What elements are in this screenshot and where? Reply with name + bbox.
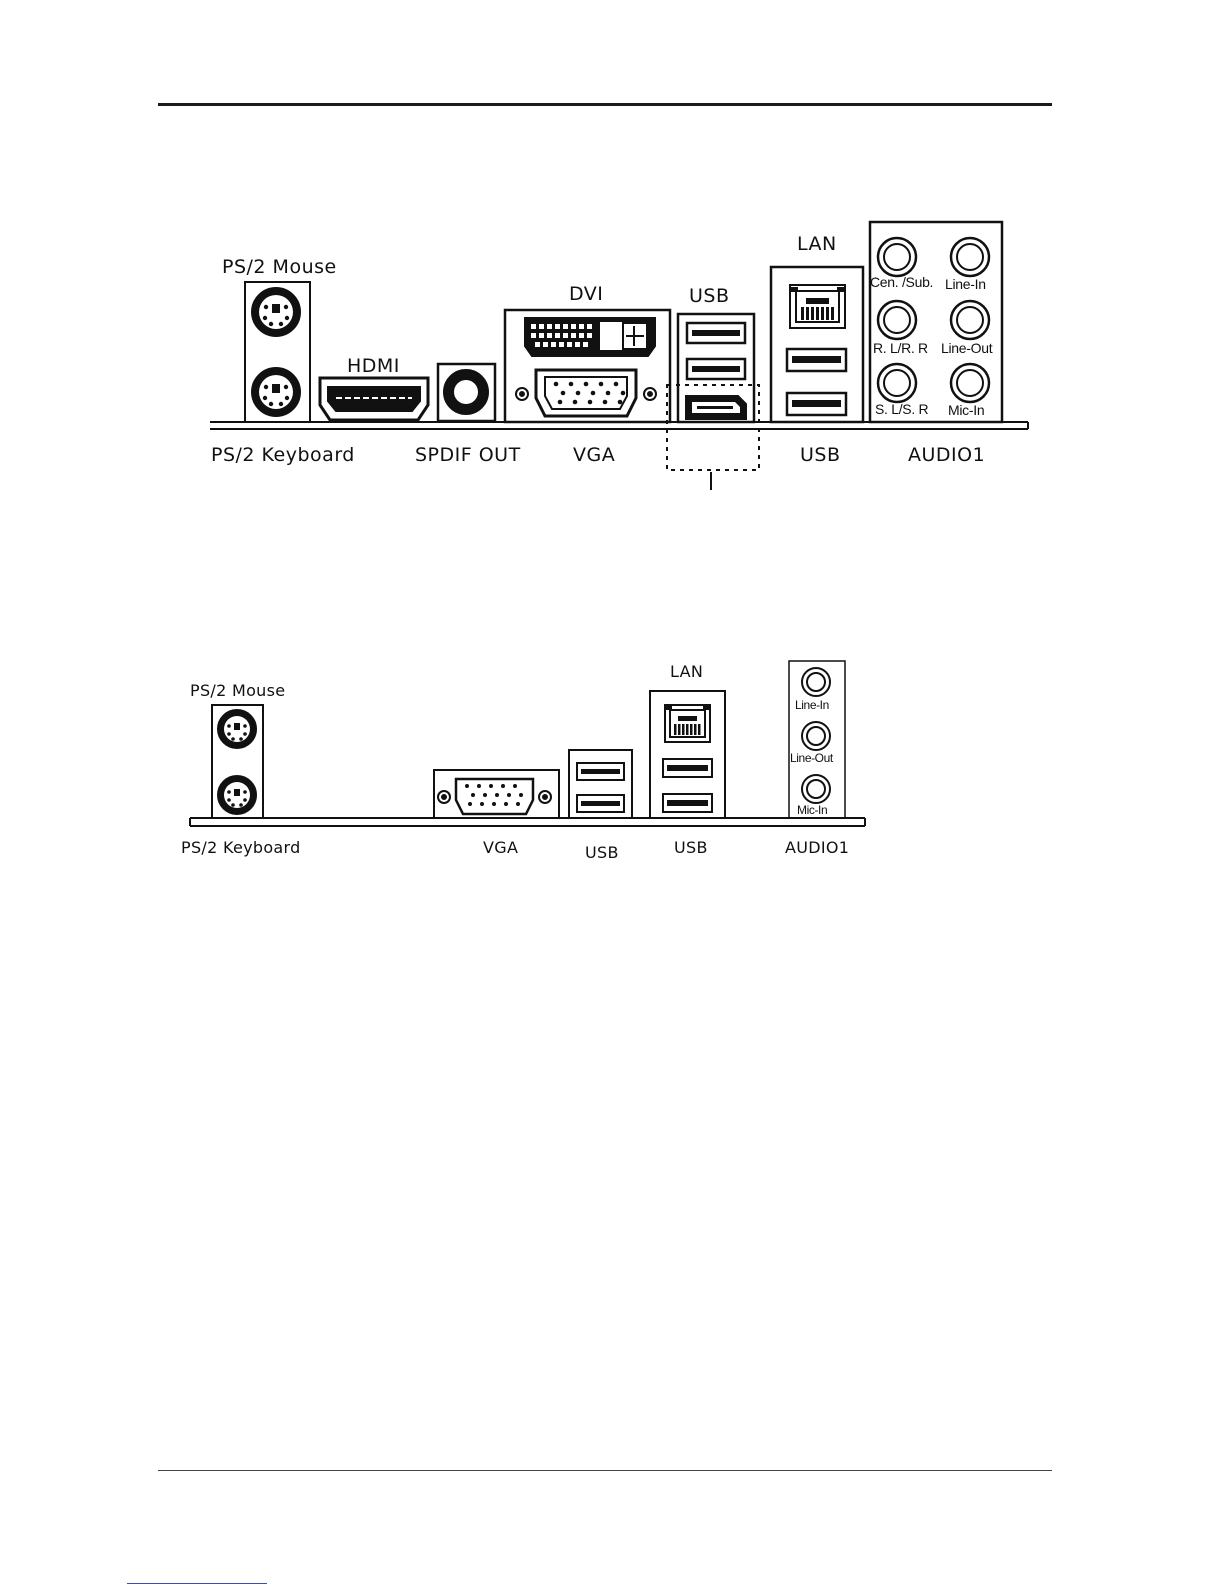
spdif-out-port bbox=[438, 364, 495, 421]
ieee1394-port bbox=[686, 396, 746, 419]
audio-jack-cen-sub bbox=[878, 238, 916, 276]
usb-port-lan-1 bbox=[787, 349, 846, 371]
label-lan: LAN bbox=[797, 235, 837, 254]
label-line-out-2: Line-Out bbox=[790, 752, 833, 764]
usb-port-2d bbox=[663, 794, 712, 812]
hdmi-port bbox=[320, 378, 428, 420]
usb-bracket-2 bbox=[569, 750, 632, 818]
label-usb-right-2: USB bbox=[674, 840, 708, 856]
label-usb-left-2: USB bbox=[585, 845, 619, 861]
audio-jack-line-out-1 bbox=[951, 301, 989, 339]
lan-port bbox=[790, 285, 845, 328]
ps2-keyboard-port bbox=[252, 368, 300, 416]
label-mic-in-2: Mic-In bbox=[797, 804, 827, 816]
usb-port-lan-2 bbox=[787, 393, 846, 415]
dvi-port bbox=[525, 318, 655, 356]
usb-port-2b bbox=[577, 795, 624, 812]
audio-jack-mic-in-2 bbox=[802, 775, 830, 803]
header-rule bbox=[158, 103, 1052, 106]
audio-jack-mic-in-1 bbox=[951, 364, 989, 402]
label-vga: VGA bbox=[573, 446, 615, 465]
usb-port-top-2 bbox=[687, 359, 745, 379]
usb-port-2a bbox=[577, 763, 624, 780]
label-rl-rr: R. L/R. R bbox=[873, 341, 928, 355]
back-panel-diagram-2 bbox=[0, 650, 1225, 870]
label-ps2-keyboard-2: PS/2 Keyboard bbox=[181, 840, 301, 856]
label-spdif-out: SPDIF OUT bbox=[415, 446, 521, 465]
label-sl-sr: S. L/S. R bbox=[875, 402, 928, 416]
usb-port-2c bbox=[663, 759, 712, 777]
footer-link-underline bbox=[127, 1583, 267, 1584]
ps2-keyboard-port-2 bbox=[218, 776, 256, 814]
label-usb-top: USB bbox=[689, 287, 730, 306]
label-mic-in-1: Mic-In bbox=[948, 403, 984, 417]
lan-port-2 bbox=[665, 705, 710, 742]
label-audio1-2: AUDIO1 bbox=[785, 840, 849, 856]
label-ps2-keyboard: PS/2 Keyboard bbox=[211, 446, 355, 465]
label-ps2-mouse-2: PS/2 Mouse bbox=[190, 683, 285, 699]
vga-port-2 bbox=[434, 770, 559, 818]
label-usb-bottom: USB bbox=[800, 446, 841, 465]
label-lan-2: LAN bbox=[670, 664, 703, 680]
label-line-out-1: Line-Out bbox=[941, 341, 992, 355]
label-line-in-1: Line-In bbox=[945, 277, 986, 291]
vga-port-1 bbox=[516, 370, 656, 416]
audio-jack-line-out-2 bbox=[802, 722, 830, 750]
ps2-mouse-port-2 bbox=[218, 710, 256, 748]
audio-jack-sl-sr bbox=[878, 364, 916, 402]
audio-jack-line-in-2 bbox=[802, 668, 830, 696]
label-cen-sub: Cen. /Sub. bbox=[870, 275, 933, 289]
ps2-mouse-port bbox=[252, 288, 300, 336]
label-line-in-2: Line-In bbox=[795, 699, 829, 711]
usb-port-top-1 bbox=[687, 323, 745, 343]
label-vga-2: VGA bbox=[483, 840, 518, 856]
audio-bracket-2 bbox=[789, 661, 845, 818]
label-ps2-mouse: PS/2 Mouse bbox=[222, 258, 337, 277]
label-hdmi: HDMI bbox=[347, 357, 400, 376]
audio-jack-line-in-1 bbox=[951, 238, 989, 276]
label-dvi: DVI bbox=[569, 285, 603, 304]
label-audio1: AUDIO1 bbox=[908, 446, 985, 465]
footer-rule bbox=[158, 1470, 1052, 1471]
audio-jack-rl-rr bbox=[878, 301, 916, 339]
